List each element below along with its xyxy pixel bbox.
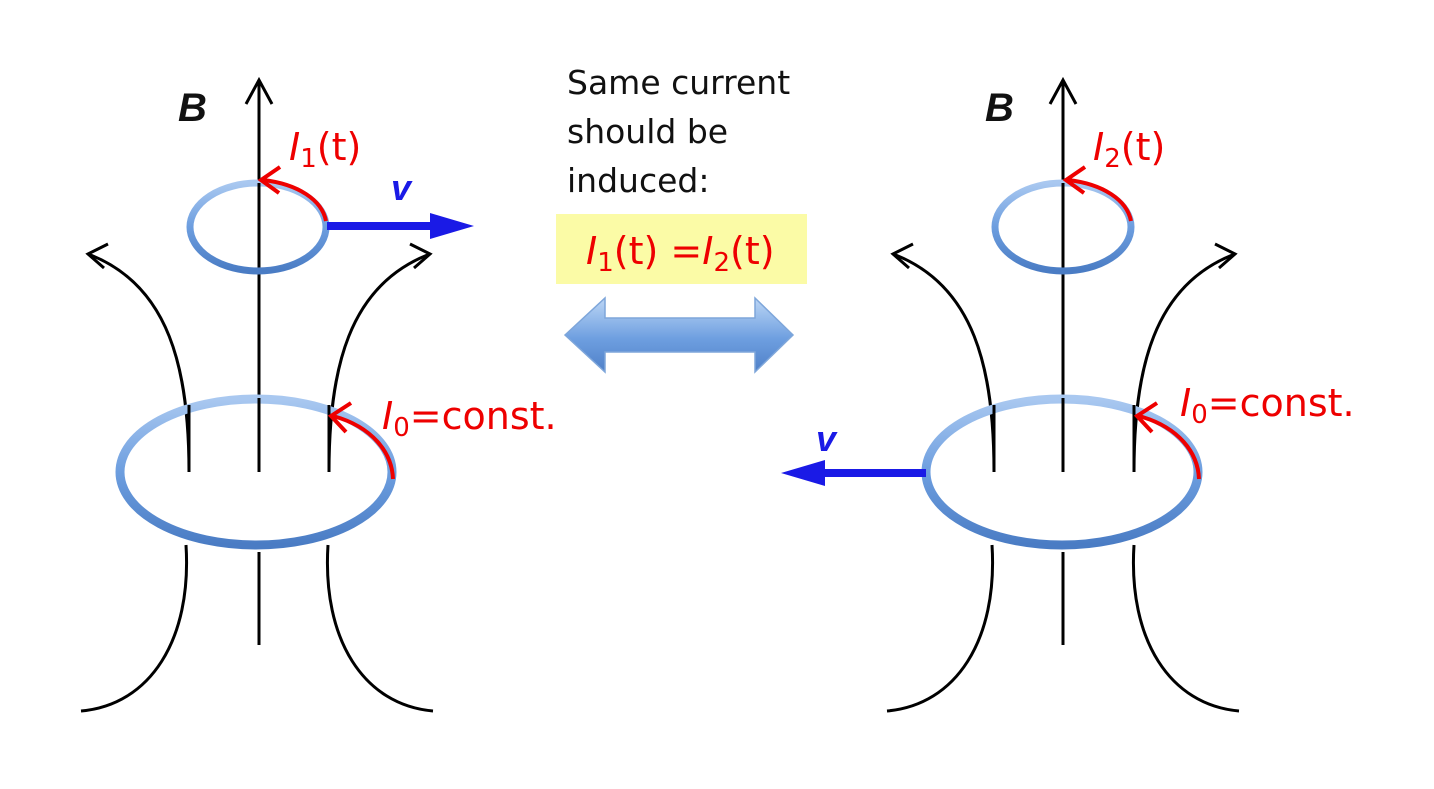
right-field-axis-arrowhead-icon (1048, 76, 1078, 105)
velocity-arrow-icon (781, 460, 825, 486)
right-panel (781, 76, 1240, 713)
left-fixed-loop-current-label: I0=const. (382, 394, 557, 443)
right-moving-loop-current-label: I0=const. (1180, 381, 1355, 430)
center-note: Same current should be induced: (567, 63, 791, 200)
equation-box (556, 214, 807, 284)
right-field-label: B (985, 86, 1014, 130)
left-field-axis-arrowhead-icon (244, 76, 274, 105)
left-field-line-lower-left (80, 544, 189, 713)
velocity-arrow-icon (430, 213, 474, 239)
current-arrow-icon (1062, 165, 1087, 195)
left-field-line-lower-right (325, 544, 434, 713)
right-velocity-label: v (816, 418, 837, 459)
current-arrow-icon (1133, 401, 1159, 434)
left-large-loop-current-arrow (332, 414, 395, 480)
right-small-loop-current-arrow (1067, 178, 1133, 222)
field-line-arrow-icon (890, 242, 914, 270)
right-field-line-lower-left (886, 544, 995, 713)
double-arrow-icon (563, 296, 795, 374)
left-panel (80, 76, 474, 713)
right-field-line-lower-right (1131, 544, 1240, 713)
left-velocity-label: v (391, 167, 412, 208)
current-arrow-icon (257, 165, 282, 195)
equation: I1(t) =I2(t) (586, 229, 775, 278)
left-small-loop-current-arrow (262, 178, 328, 222)
field-line-arrow-icon (85, 242, 109, 270)
right-large-loop-current-arrow (1138, 414, 1201, 480)
field-line-arrow-icon (409, 242, 433, 270)
field-line-arrow-icon (1214, 242, 1238, 270)
left-moving-loop-current-label: I1(t) (289, 125, 362, 174)
left-field-label: B (178, 86, 207, 130)
current-arrow-icon (327, 401, 353, 434)
right-loop-current-label: I2(t) (1093, 125, 1166, 174)
